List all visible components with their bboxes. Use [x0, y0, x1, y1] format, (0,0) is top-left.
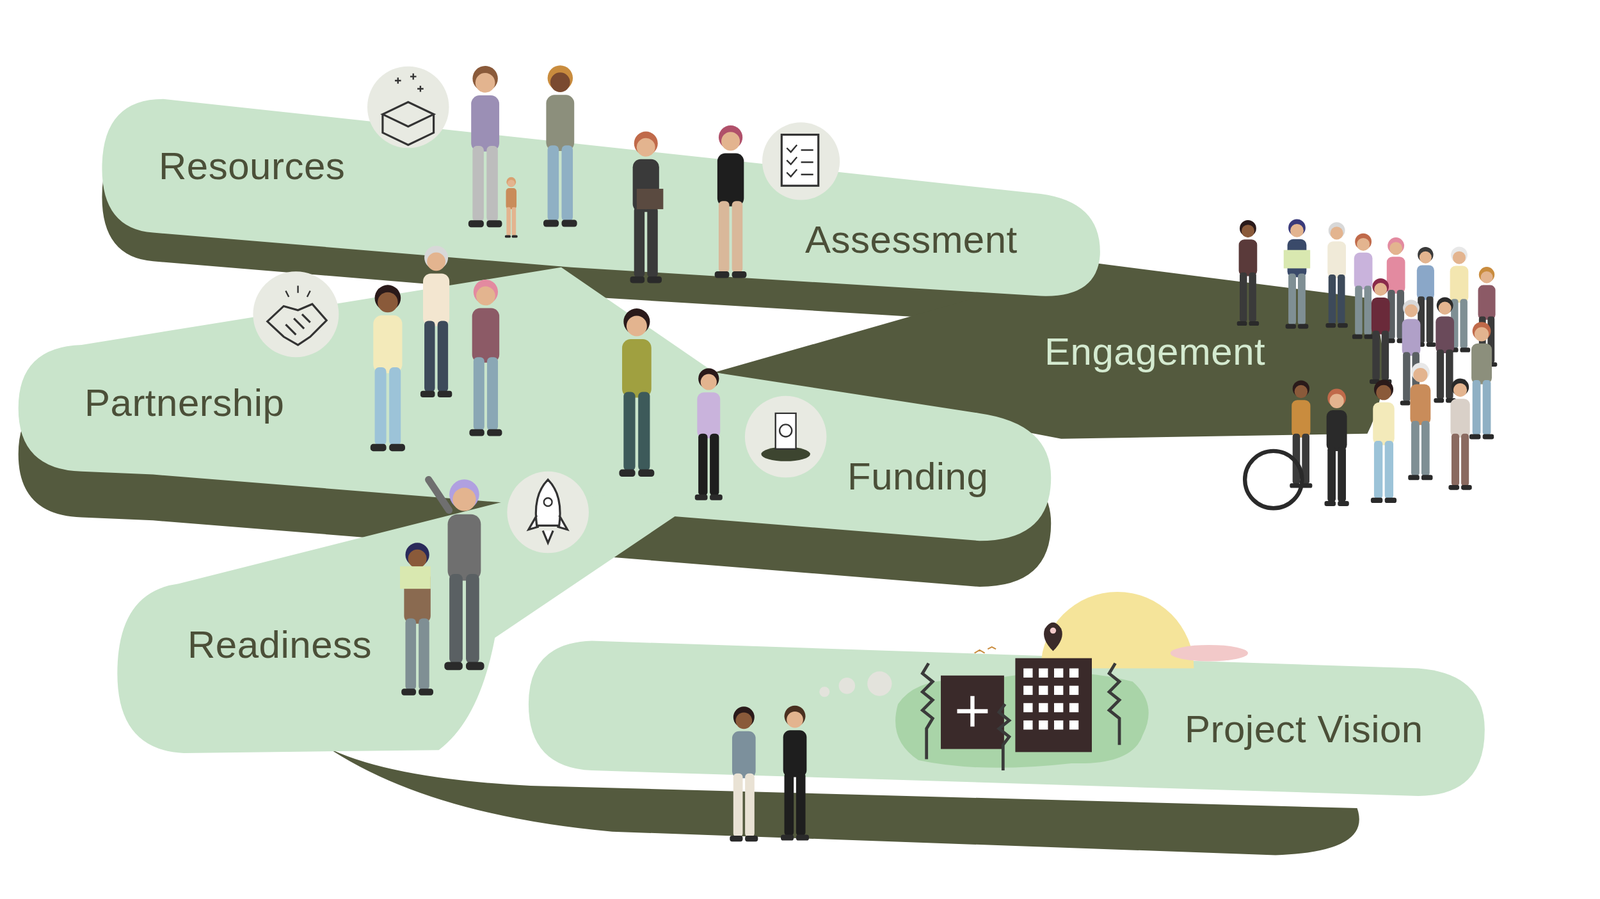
- stage-name: Partnership: [84, 380, 287, 425]
- stage-name: Funding: [847, 454, 991, 499]
- stage-label: Assessment: [800, 215, 1024, 266]
- stage-label: Funding: [842, 451, 996, 503]
- stage-name: Resources: [158, 144, 347, 189]
- crowd-figures: [1237, 219, 1498, 509]
- people-figures: [370, 65, 809, 842]
- road-band: [18, 99, 1485, 797]
- stage-label: Engagement: [1039, 327, 1273, 378]
- vision-scene: [819, 592, 1248, 771]
- stage-label: Project Vision: [1179, 704, 1430, 756]
- stage-name: Assessment: [805, 217, 1019, 262]
- stage-label: Partnership: [79, 378, 292, 429]
- stage-name: Engagement: [1044, 329, 1268, 374]
- stage-label: Resources: [153, 141, 352, 192]
- stage-name: Project Vision: [1184, 707, 1425, 752]
- stage-name: Readiness: [187, 622, 374, 667]
- stage-label: Readiness: [182, 620, 379, 671]
